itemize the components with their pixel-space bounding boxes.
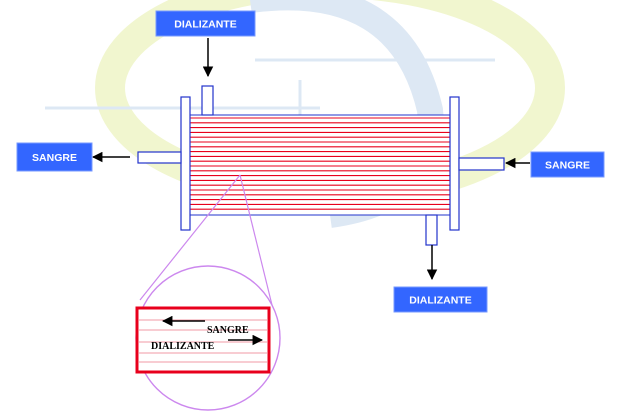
- ports: [137, 85, 505, 246]
- label-sangre-out: SANGRE: [16, 142, 93, 172]
- fiber-lines: [190, 117, 450, 210]
- flow-arrows: [91, 38, 530, 281]
- label-text: DIALIZANTE: [409, 295, 471, 307]
- sangre-outlet-port: [137, 151, 182, 164]
- dializante-outlet-port: [425, 214, 438, 246]
- dializante-inlet-port: [201, 85, 214, 116]
- label-box: [393, 286, 488, 313]
- magnifier-line-right: [239, 174, 273, 306]
- label-sangre-in: SANGRE: [530, 151, 605, 178]
- zoom-fiber-lines: [139, 319, 267, 363]
- dialyzer-body: [180, 96, 460, 231]
- zoom-dializante-label: DIALIZANTE: [151, 341, 215, 352]
- label-text: DIALIZANTE: [174, 19, 236, 31]
- magnifier-line-left: [139, 174, 241, 301]
- right-header-plate: [449, 96, 460, 231]
- label-text: SANGRE: [545, 160, 590, 172]
- magnifier-detail: SANGRE DIALIZANTE: [135, 174, 281, 411]
- zoom-sangre-label: SANGRE: [207, 325, 249, 336]
- fiber-bundle: [190, 115, 450, 215]
- label-text: SANGRE: [32, 152, 77, 164]
- label-dializante-out: DIALIZANTE: [393, 286, 488, 313]
- label-dializante-in: DIALIZANTE: [155, 10, 256, 37]
- label-box: [16, 142, 93, 172]
- label-box: [155, 10, 256, 37]
- label-box: [530, 151, 605, 178]
- left-header-plate: [180, 96, 191, 231]
- sangre-inlet-port: [458, 157, 505, 171]
